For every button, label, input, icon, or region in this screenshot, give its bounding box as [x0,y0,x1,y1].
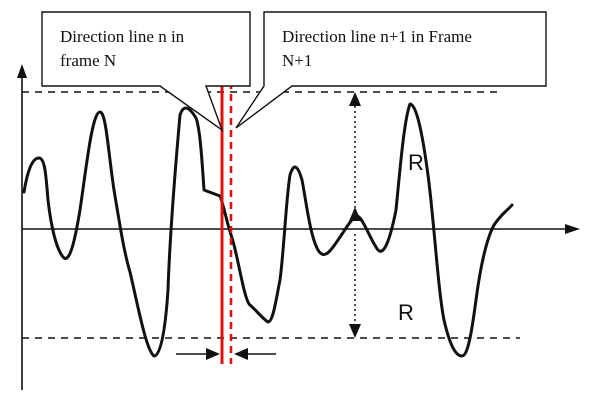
waveform-curve [22,102,514,358]
r-label-lower: R [398,300,414,325]
r-label-upper: R [408,150,424,175]
callout-frame-n1-bubble [235,11,547,129]
callout-frame-n1-line2: N+1 [282,51,312,70]
callout-frame-n-line1: Direction line n in [60,27,185,46]
range-arrow-up [349,92,361,106]
x-axis-arrowhead [565,224,580,234]
gap-arrow-right-head [234,348,248,360]
range-arrow-down [349,324,361,338]
callout-frame-n-bubble [41,11,251,132]
y-axis-arrowhead [17,64,27,78]
callout-frame-n-line2: frame N [60,51,116,70]
callout-frame-n1-line1: Direction line n+1 in Frame [282,27,472,46]
gap-arrow-left-head [206,348,220,360]
